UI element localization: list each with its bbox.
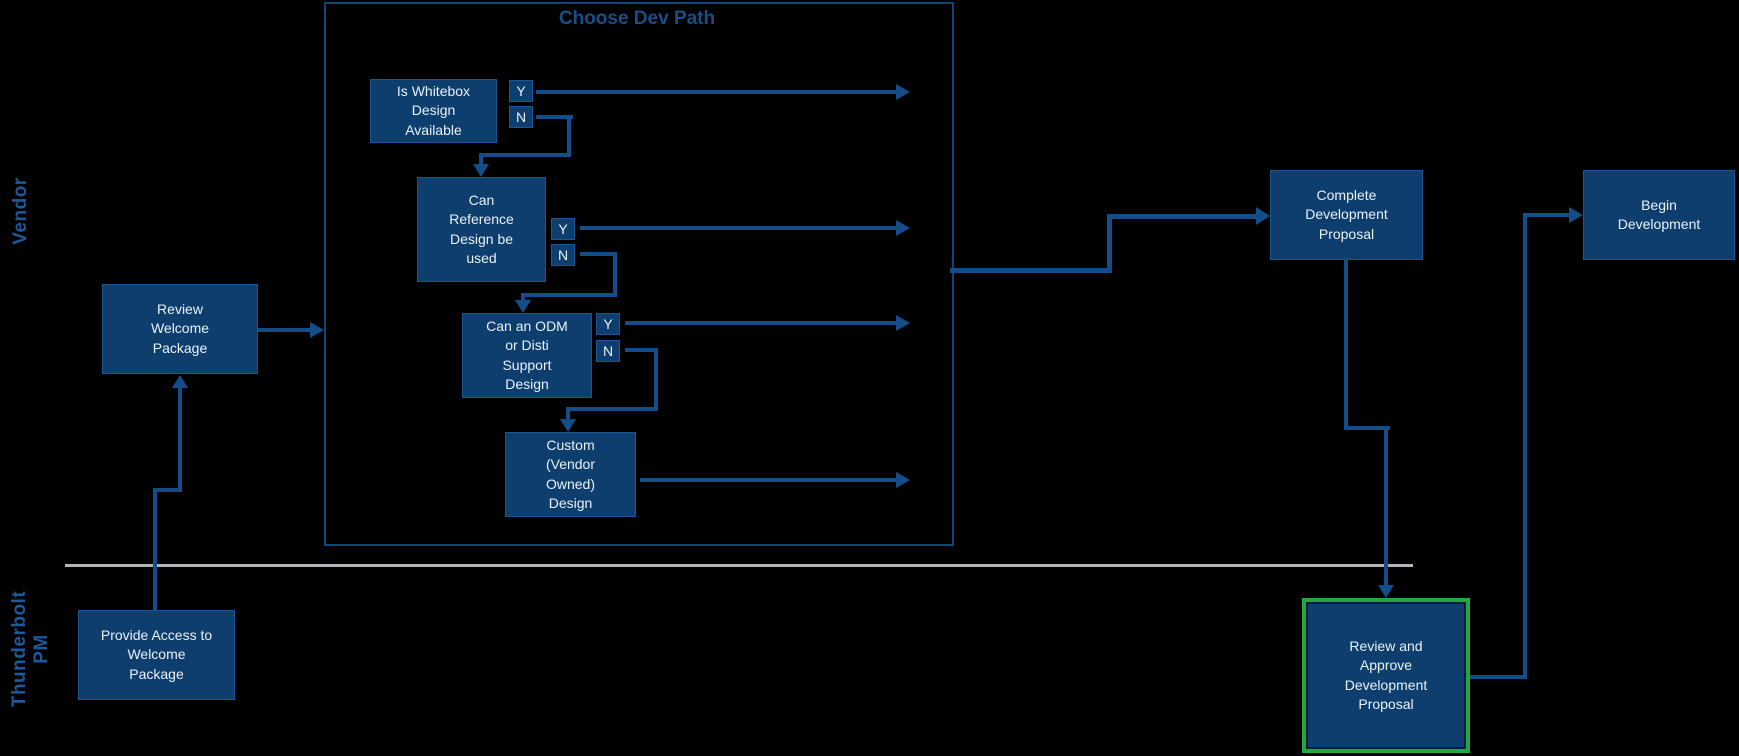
- node-label: Complete Development Proposal: [1305, 187, 1388, 242]
- edge-segment: [625, 321, 896, 325]
- edge-segment: [479, 153, 483, 166]
- node-label: Begin Development: [1617, 196, 1701, 232]
- branch-tag-reference-yes: Y: [551, 218, 575, 240]
- lane-label-vendor: Vendor: [10, 177, 32, 245]
- edge-segment: [258, 328, 310, 332]
- node-label: Review Welcome Package: [150, 301, 210, 356]
- edge-arrowhead: [1256, 207, 1270, 225]
- choose-dev-path-title: Choose Dev Path: [558, 8, 716, 29]
- branch-tag-odm-no: N: [596, 340, 620, 362]
- edge-segment: [153, 488, 157, 610]
- edge-segment: [613, 252, 617, 297]
- node-label: Can an ODM or Disti Support Design: [486, 317, 568, 392]
- edge-arrowhead: [172, 375, 188, 388]
- edge-arrowhead: [1378, 585, 1394, 598]
- edge-segment: [521, 293, 617, 297]
- node-complete-proposal: Complete Development Proposal: [1270, 170, 1423, 260]
- edge-segment: [640, 478, 896, 482]
- edge-arrowhead: [560, 419, 576, 432]
- edge-segment: [625, 348, 658, 352]
- edge-arrowhead: [896, 220, 910, 236]
- node-review-welcome: Review Welcome Package: [102, 284, 258, 374]
- edge-segment: [1384, 426, 1388, 587]
- edge-segment: [654, 348, 658, 411]
- node-can-odm: Can an ODM or Disti Support Design: [462, 313, 592, 398]
- edge-segment: [580, 226, 896, 230]
- edge-segment: [479, 153, 571, 157]
- node-label: Is Whitebox Design Available: [396, 83, 471, 138]
- edge-segment: [567, 115, 571, 157]
- edge-segment: [178, 388, 182, 492]
- edge-arrowhead: [896, 315, 910, 331]
- node-provide-access: Provide Access to Welcome Package: [78, 610, 235, 700]
- node-label: Can Reference Design be used: [449, 191, 514, 266]
- edge-segment: [566, 407, 658, 411]
- edge-segment: [521, 293, 525, 302]
- choose-dev-path-frame: [324, 2, 954, 546]
- edge-arrowhead: [515, 300, 531, 313]
- edge-segment: [1470, 675, 1527, 679]
- edge-segment: [1344, 426, 1390, 430]
- node-label: Provide Access to Welcome Package: [100, 627, 213, 682]
- lane-label-thunderbolt-pm: Thunderbolt PM: [9, 590, 52, 708]
- branch-tag-whitebox-yes: Y: [509, 80, 533, 102]
- edge-segment: [1523, 213, 1571, 217]
- edge-segment: [950, 268, 1111, 273]
- edge-arrowhead: [896, 472, 910, 488]
- edge-segment: [536, 90, 896, 94]
- edge-arrowhead: [310, 322, 324, 338]
- node-label: Custom (Vendor Owned) Design: [545, 436, 596, 511]
- edge-segment: [1107, 214, 1256, 219]
- edge-arrowhead: [1569, 207, 1583, 223]
- edge-segment: [1523, 213, 1527, 679]
- lane-divider: [65, 564, 1413, 567]
- branch-tag-reference-no: N: [551, 244, 575, 266]
- edge-segment: [153, 488, 182, 492]
- edge-segment: [566, 407, 570, 420]
- branch-tag-whitebox-no: N: [509, 106, 533, 128]
- edge-arrowhead: [473, 164, 489, 177]
- node-custom-design: Custom (Vendor Owned) Design: [505, 432, 636, 517]
- node-can-reference: Can Reference Design be used: [417, 177, 546, 282]
- node-begin-development: Begin Development: [1583, 170, 1735, 260]
- branch-tag-odm-yes: Y: [596, 313, 620, 335]
- node-review-approve: Review and Approve Development Proposal: [1302, 598, 1470, 753]
- edge-segment: [1107, 214, 1112, 273]
- edge-arrowhead: [896, 84, 910, 100]
- edge-segment: [580, 252, 617, 256]
- node-label: Review and Approve Development Proposal: [1344, 637, 1428, 712]
- node-is-whitebox: Is Whitebox Design Available: [370, 79, 497, 143]
- edge-segment: [536, 115, 573, 119]
- edge-segment: [1344, 258, 1348, 430]
